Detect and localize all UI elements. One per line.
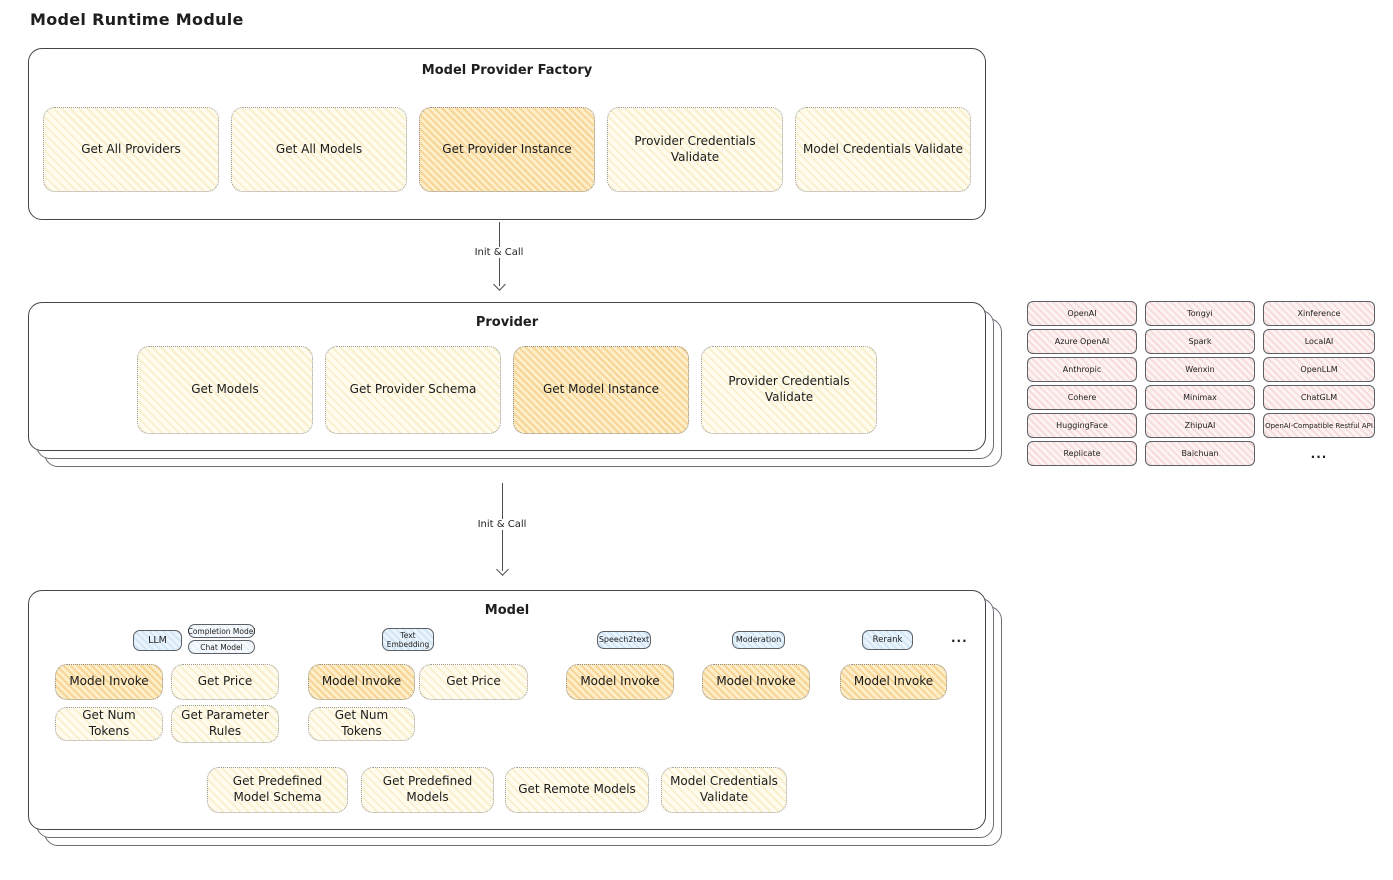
embedding-get-num-tokens-box: Get Num Tokens — [308, 707, 415, 741]
model-credentials-validate-box2: Model Credentials Validate — [661, 767, 787, 813]
provider-cell-baichuan: Baichuan — [1145, 441, 1255, 466]
provider-cell-spark: Spark — [1145, 329, 1255, 354]
get-provider-instance-box: Get Provider Instance — [419, 107, 595, 192]
providers-grid: OpenAI Tongyi Xinference Azure OpenAI Sp… — [1027, 301, 1375, 466]
tab-speech2text: Speech2text — [597, 631, 651, 649]
model-credentials-validate-box: Model Credentials Validate — [795, 107, 971, 192]
get-remote-models-box: Get Remote Models — [505, 767, 649, 813]
tab-rerank: Rerank — [862, 630, 913, 650]
factory-title: Model Provider Factory — [421, 63, 593, 78]
llm-model-invoke-box: Model Invoke — [55, 664, 163, 700]
tabs-more-ellipsis: ... — [951, 631, 968, 645]
provider-cell-openai: OpenAI — [1027, 301, 1137, 326]
provider-credentials-validate-box2: Provider Credentials Validate — [701, 346, 877, 434]
tab-chat-model: Chat Model — [188, 640, 255, 654]
tab-completion-model: Completion Model — [188, 624, 255, 638]
provider-cell-openai-compatible: OpenAI-Compatible Restful API — [1263, 413, 1375, 438]
arrow-head-icon — [496, 563, 509, 576]
llm-get-parameter-rules-box: Get Parameter Rules — [171, 705, 279, 743]
providers-more-ellipsis: ... — [1310, 446, 1328, 461]
get-predefined-models-box: Get Predefined Models — [361, 767, 494, 813]
provider-button-row: Get Models Get Provider Schema Get Model… — [29, 346, 985, 434]
provider-title: Provider — [475, 315, 539, 330]
provider-cell-chatglm: ChatGLM — [1263, 385, 1375, 410]
provider-cell-cohere: Cohere — [1027, 385, 1137, 410]
get-all-models-box: Get All Models — [231, 107, 407, 192]
get-model-instance-box: Get Model Instance — [513, 346, 689, 434]
provider-cell-anthropic: Anthropic — [1027, 357, 1137, 382]
provider-cell-replicate: Replicate — [1027, 441, 1137, 466]
page-title: Model Runtime Module — [30, 10, 244, 29]
factory-panel: Model Provider Factory Get All Providers… — [28, 48, 986, 220]
provider-credentials-validate-box: Provider Credentials Validate — [607, 107, 783, 192]
arrow-label: Init & Call — [472, 519, 532, 530]
embedding-model-invoke-box: Model Invoke — [308, 664, 415, 700]
arrow-label: Init & Call — [469, 247, 529, 258]
model-panel: Model LLM Completion Model Chat Model Te… — [28, 590, 986, 830]
tab-text-embedding: Text Embedding — [382, 628, 434, 651]
arrow-factory-to-provider: Init & Call — [469, 222, 529, 294]
tab-llm: LLM — [133, 630, 182, 651]
provider-cell-tongyi: Tongyi — [1145, 301, 1255, 326]
moderation-model-invoke-box: Model Invoke — [702, 664, 810, 700]
provider-panel: Provider Get Models Get Provider Schema … — [28, 302, 986, 451]
get-provider-schema-box: Get Provider Schema — [325, 346, 501, 434]
embedding-get-price-box: Get Price — [419, 664, 528, 700]
provider-cell-openllm: OpenLLM — [1263, 357, 1375, 382]
get-all-providers-box: Get All Providers — [43, 107, 219, 192]
provider-cell-zhipuai: ZhipuAI — [1145, 413, 1255, 438]
get-predefined-model-schema-box: Get Predefined Model Schema — [207, 767, 348, 813]
provider-cell-huggingface: HuggingFace — [1027, 413, 1137, 438]
provider-cell-localai: LocalAI — [1263, 329, 1375, 354]
arrow-head-icon — [493, 278, 506, 291]
speech2text-model-invoke-box: Model Invoke — [566, 664, 674, 700]
model-title: Model — [484, 603, 530, 618]
tab-moderation: Moderation — [732, 631, 785, 649]
factory-button-row: Get All Providers Get All Models Get Pro… — [29, 107, 985, 192]
provider-cell-wenxin: Wenxin — [1145, 357, 1255, 382]
llm-get-num-tokens-box: Get Num Tokens — [55, 707, 163, 741]
arrow-provider-to-model: Init & Call — [472, 483, 532, 579]
get-models-box: Get Models — [137, 346, 313, 434]
rerank-model-invoke-box: Model Invoke — [840, 664, 947, 700]
provider-cell-xinference: Xinference — [1263, 301, 1375, 326]
provider-cell-azure-openai: Azure OpenAI — [1027, 329, 1137, 354]
llm-get-price-box: Get Price — [171, 664, 279, 700]
provider-cell-minimax: Minimax — [1145, 385, 1255, 410]
